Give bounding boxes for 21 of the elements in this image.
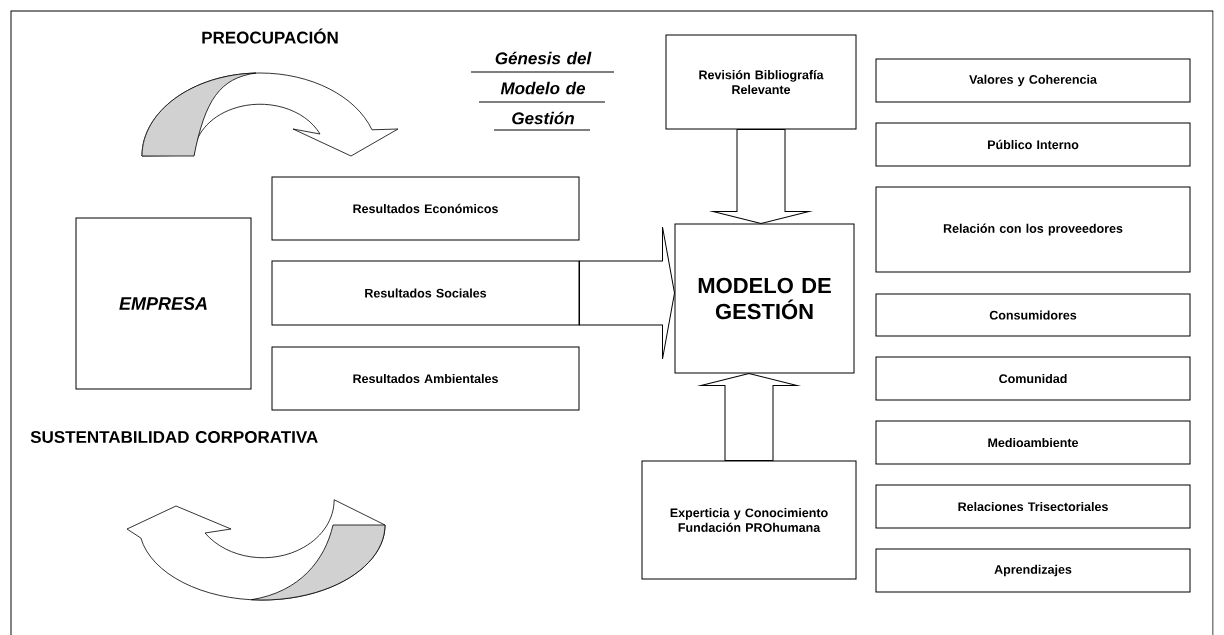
box: Relaciones Trisectoriales xyxy=(875,484,1191,529)
box: Revisión Bibliografía Relevante xyxy=(665,34,857,130)
block-arrow xyxy=(712,129,810,224)
underlined-heading: Génesis del Modelo de Gestión xyxy=(470,51,615,131)
box: Relación con los proveedores xyxy=(875,186,1191,273)
box: EMPRESA xyxy=(75,217,252,390)
block-arrow xyxy=(700,373,798,461)
box: Público Interno xyxy=(875,122,1191,167)
box: Valores y Coherencia xyxy=(875,58,1191,103)
box: MODELO DE GESTIÓN xyxy=(674,223,855,374)
box: Comunidad xyxy=(875,356,1191,401)
heading: PREOCUPACIÓN xyxy=(202,28,338,44)
box: Experticia y Conocimiento Fundación PROhumana xyxy=(641,460,857,580)
box: Resultados Sociales xyxy=(271,260,580,326)
box: Medioambiente xyxy=(875,420,1191,465)
box: Resultados Económicos xyxy=(271,176,580,241)
box: Aprendizajes xyxy=(875,548,1191,593)
block-arrow xyxy=(579,226,675,360)
box: Resultados Ambientales xyxy=(271,346,580,411)
box: Consumidores xyxy=(875,293,1191,337)
heading: SUSTENTABILIDAD CORPORATIVA xyxy=(30,431,318,444)
